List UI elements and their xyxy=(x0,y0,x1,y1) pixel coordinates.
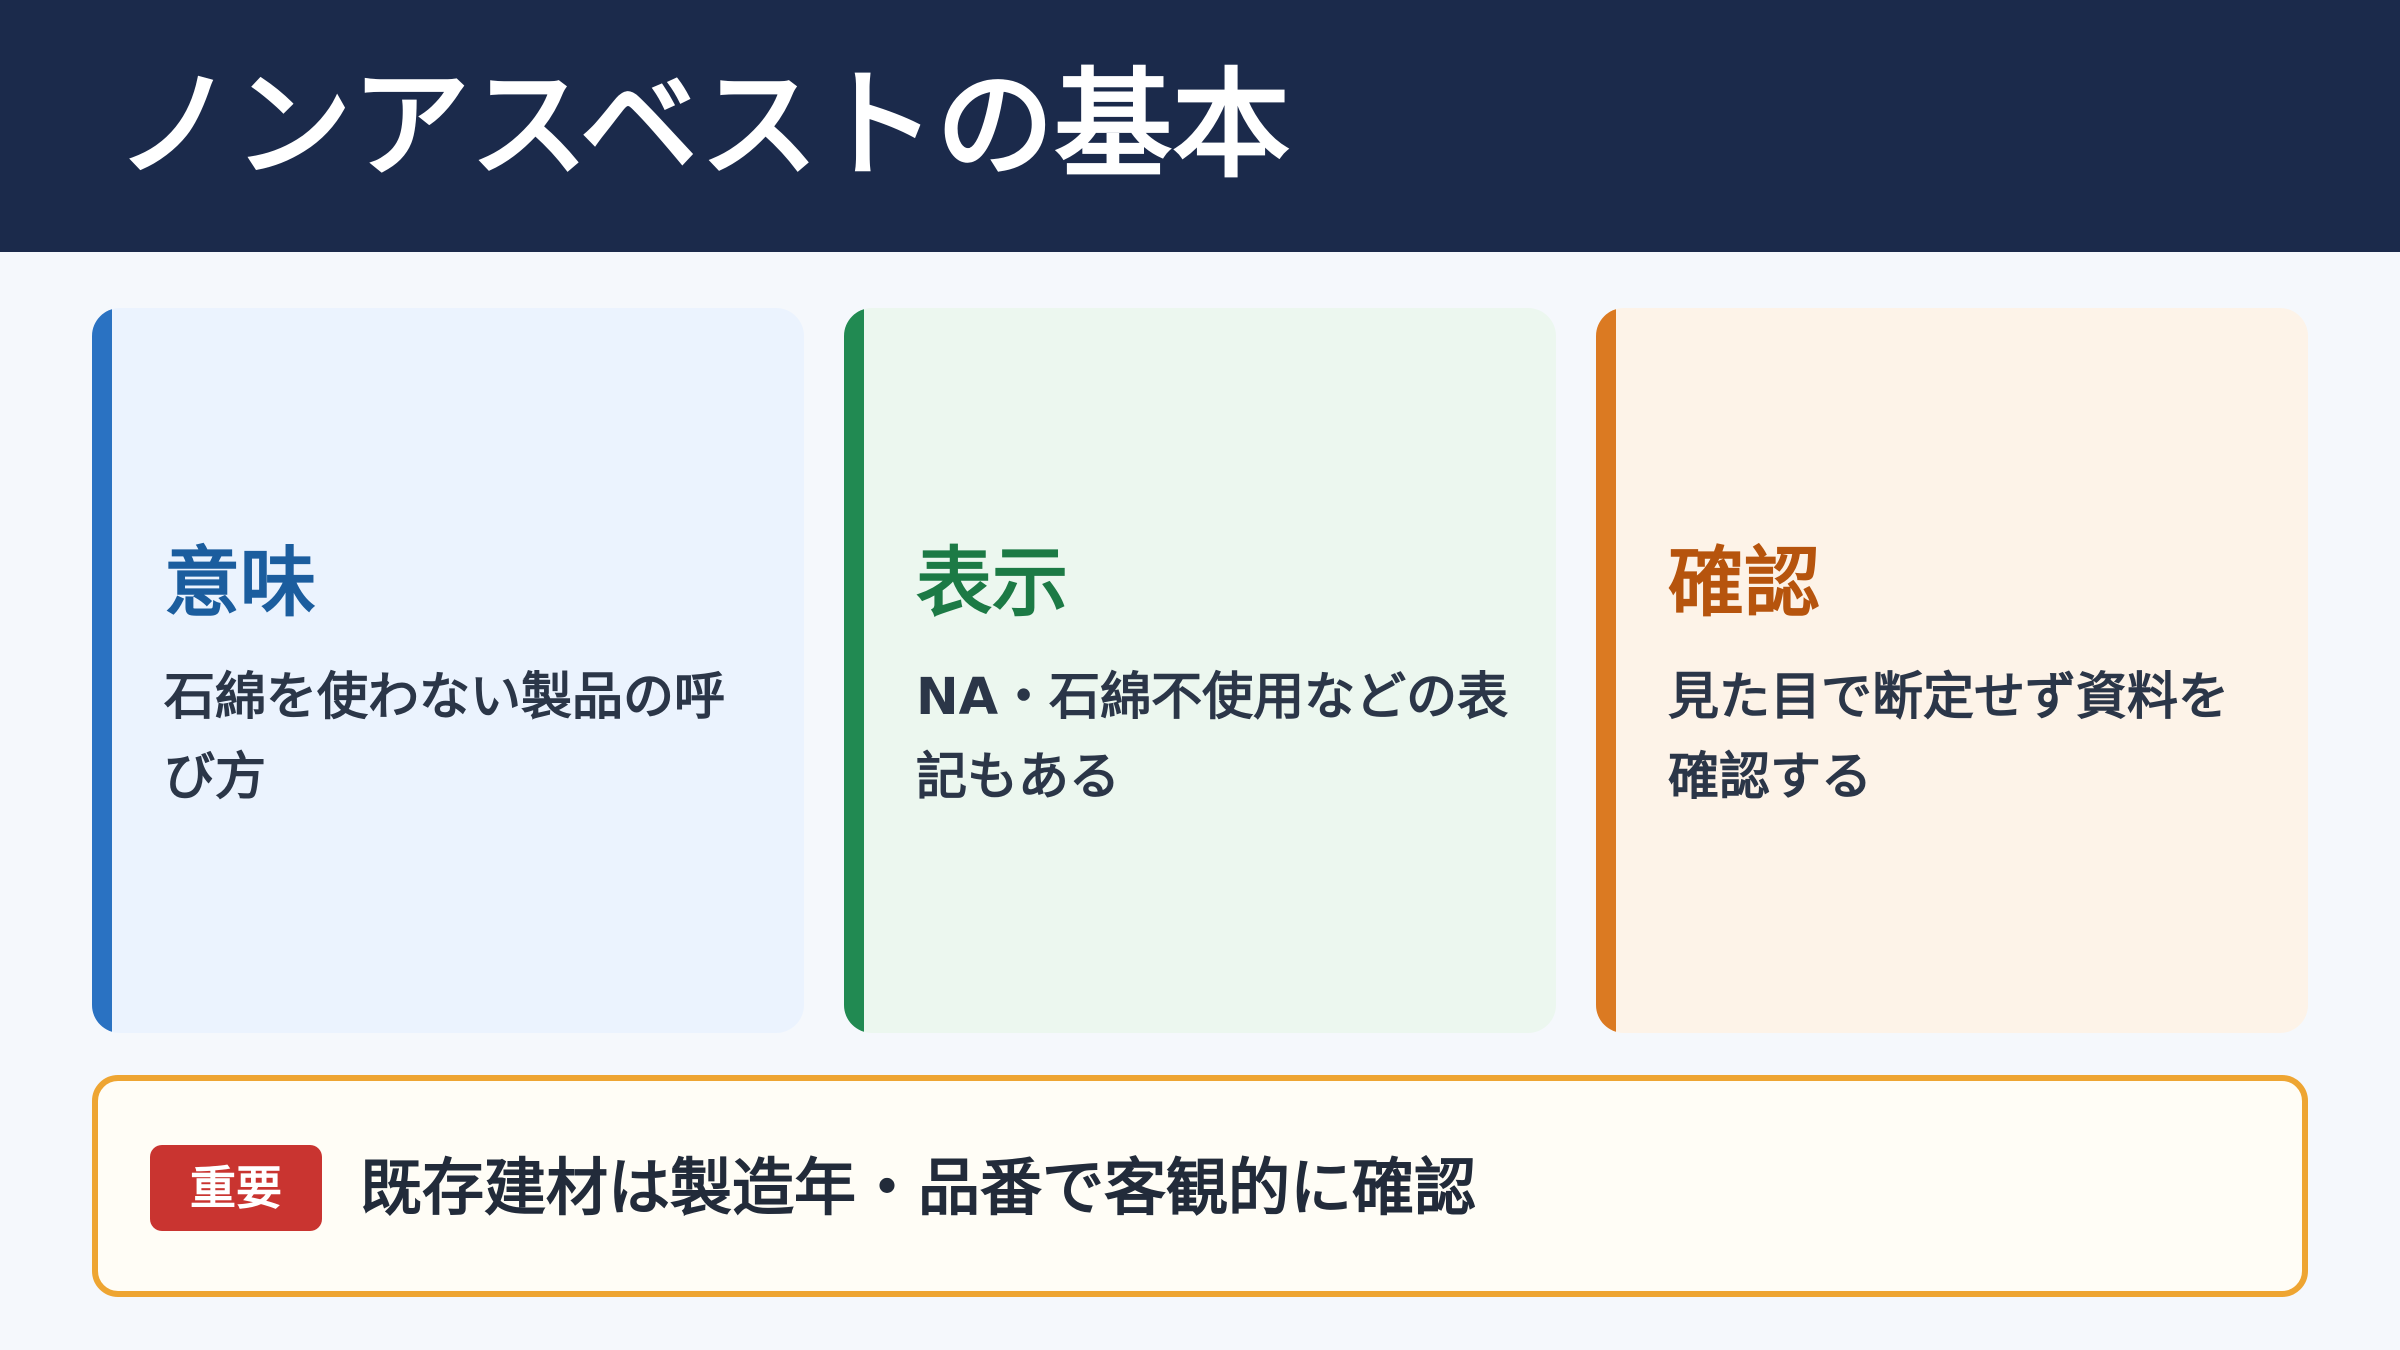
card-accent-bar xyxy=(844,308,864,1033)
important-note-text: 既存建材は製造年・品番で客観的に確認 xyxy=(360,1151,1477,1224)
card-title: 意味 xyxy=(164,538,316,627)
header-banner: ノンアスベストの基本 xyxy=(0,0,2400,252)
card-verification: 確認 見た目で断定せず資料を確認する xyxy=(1596,308,2308,1033)
card-description: NA・石綿不使用などの表記もある xyxy=(916,668,1509,807)
card-title: 確認 xyxy=(1668,538,1820,627)
card-labeling: 表示 NA・石綿不使用などの表記もある xyxy=(844,308,1556,1033)
card-accent-bar xyxy=(1596,308,1616,1033)
card-accent-bar xyxy=(92,308,112,1033)
card-title: 表示 xyxy=(916,538,1068,627)
page-title: ノンアスベストの基本 xyxy=(116,56,1291,194)
card-description: 石綿を使わない製品の呼び方 xyxy=(164,668,726,807)
important-note-box: 重要 既存建材は製造年・品番で客観的に確認 xyxy=(92,1075,2308,1297)
important-badge: 重要 xyxy=(150,1145,322,1231)
card-meaning: 意味 石綿を使わない製品の呼び方 xyxy=(92,308,804,1033)
card-description: 見た目で断定せず資料を確認する xyxy=(1668,668,2230,807)
